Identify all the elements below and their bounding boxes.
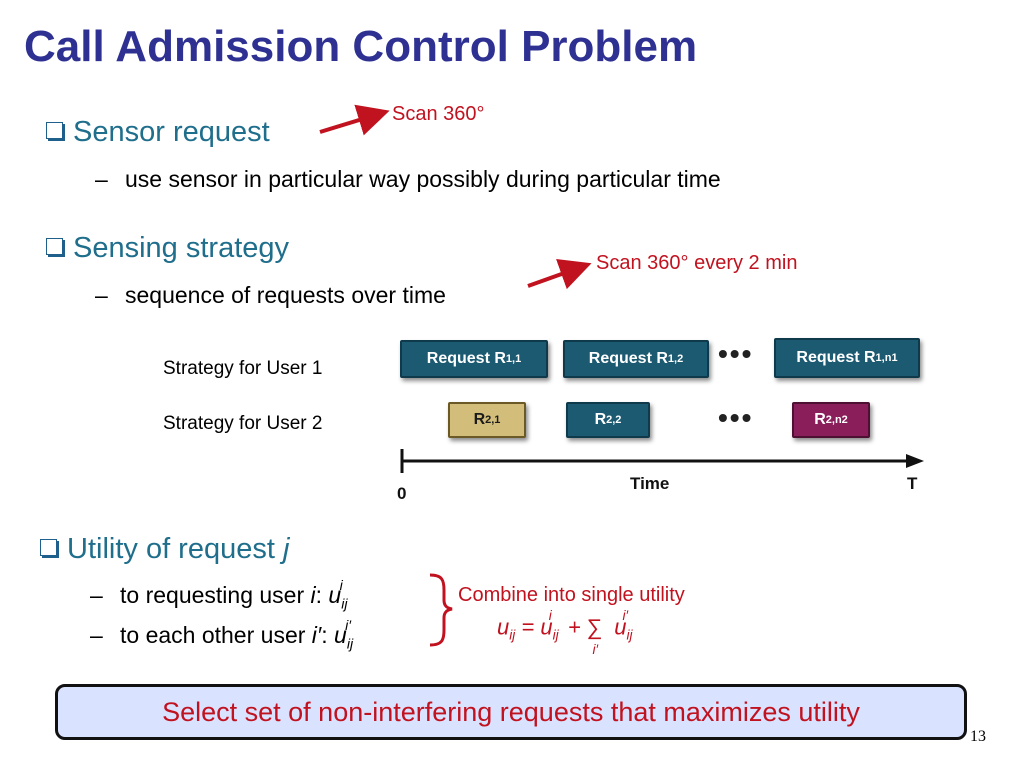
axis-time-label: Time [630, 474, 670, 493]
time-axis-arrowhead-icon [906, 454, 924, 468]
user2-strategy-label: Strategy for User 2 [163, 413, 323, 434]
checkbox-bullet-icon [40, 539, 57, 556]
brace-icon [429, 573, 453, 647]
ellipsis-user1: ••• [718, 338, 754, 369]
slide-title: Call Admission Control Problem [24, 22, 698, 71]
scan-note: Scan 360° [392, 103, 485, 125]
sensor-request-heading: Sensor request [73, 116, 270, 148]
utility-subpoint-requesting: –to requesting user i: uiji [90, 578, 348, 613]
sensing-strategy-subpoint: –sequence of requests over time [95, 282, 446, 308]
arrow-scan-every-icon [527, 259, 592, 290]
ellipsis-user2: ••• [718, 402, 754, 433]
utility-formula: uij = uiji + ∑i′ uiji′ [497, 608, 633, 657]
checkbox-bullet-icon [46, 238, 63, 255]
arrow-scan-icon [319, 104, 390, 136]
utility-heading: Utility of request [67, 533, 275, 565]
sensing-strategy-sub-text: sequence of requests over time [125, 282, 446, 308]
sensor-request-sub-text: use sensor in particular way possibly du… [125, 166, 721, 192]
utility-subpoint-other: –to each other user i′: uiji′ [90, 618, 354, 653]
bullet-utility: Utility of request j [40, 533, 289, 566]
checkbox-bullet-icon [46, 122, 63, 139]
axis-start-label: 0 [397, 484, 407, 503]
page-number: 13 [970, 728, 986, 745]
utility-heading-var: j [282, 533, 290, 565]
combine-note: Combine into single utility [458, 584, 685, 606]
user1-strategy-label: Strategy for User 1 [163, 358, 323, 379]
conclusion-callout: Select set of non-interfering requests t… [55, 684, 967, 740]
sensing-strategy-heading: Sensing strategy [73, 232, 290, 264]
bullet-sensing-strategy: Sensing strategy [46, 232, 289, 265]
scan-every-note: Scan 360° every 2 min [596, 252, 798, 274]
bullet-sensor-request: Sensor request [46, 116, 270, 149]
sensor-request-subpoint: –use sensor in particular way possibly d… [95, 166, 721, 192]
axis-end-label: T [907, 474, 918, 493]
